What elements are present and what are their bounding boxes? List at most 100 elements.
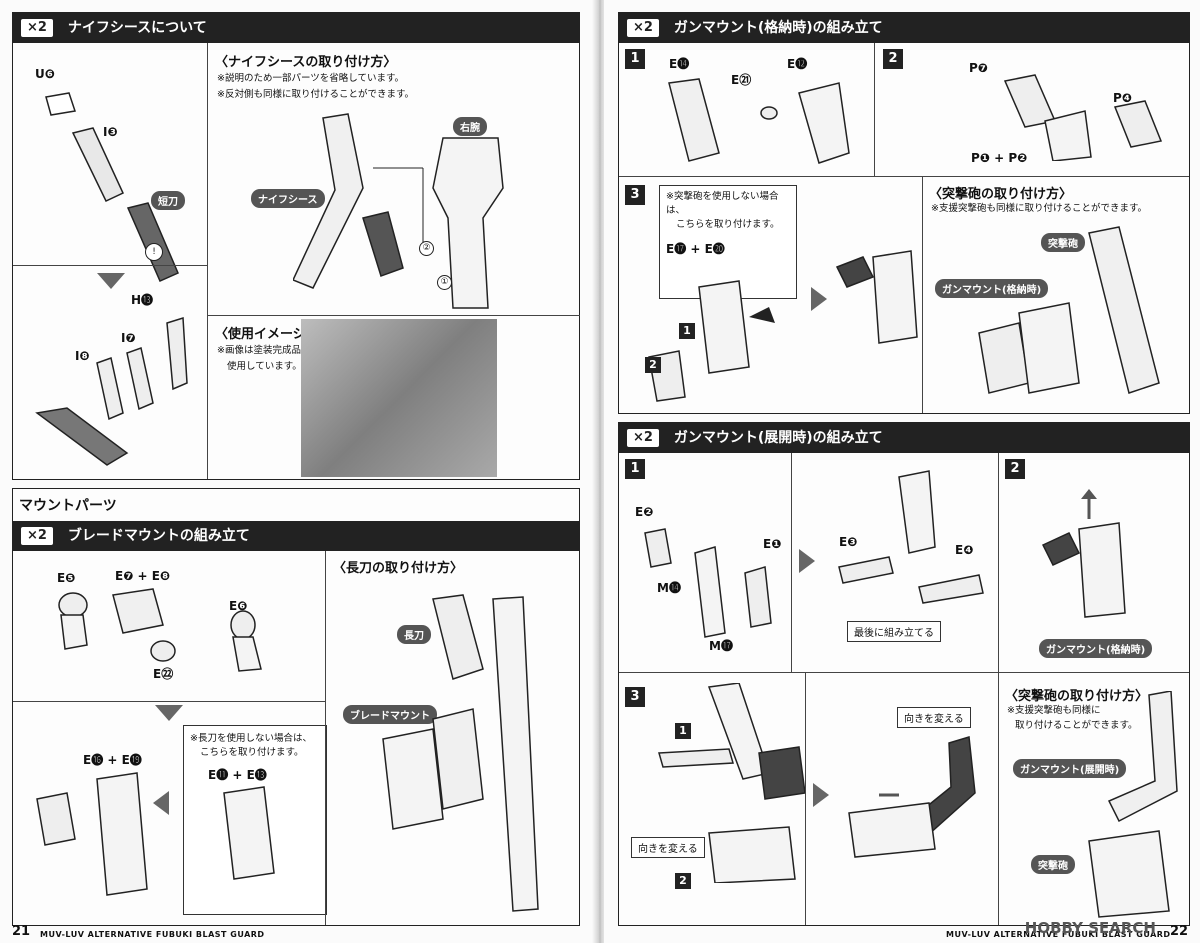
part-label: E⓰ + E⓳ xyxy=(83,753,142,767)
part-label: M⓮ xyxy=(657,581,681,595)
long-blade-tag: 長刀 xyxy=(397,625,431,644)
step-1-cell: 1 E❷ E❶ M⓮ M⓱ E❸ E❹ 最後に組み立てる xyxy=(619,453,999,673)
footer-title: MUV-LUV ALTERNATIVE FUBUKI BLAST GUARD xyxy=(946,930,1171,939)
part-label: E❷ xyxy=(635,505,654,519)
arrow-left-icon xyxy=(153,791,169,815)
part-label: E❺ xyxy=(57,571,76,585)
knife-sheath-section: ×2 ナイフシースについて U❻ I❸ 短刀 ! H⓭ I❼ I❽ xyxy=(12,12,580,480)
alt-note: こちらを取り付けます。 xyxy=(676,219,780,230)
section-header: ×2 ガンマウント(展開時)の組み立て xyxy=(619,423,1189,453)
step-badge: 1 xyxy=(625,459,645,479)
assemble-last-note: 最後に組み立てる xyxy=(847,621,941,642)
alt-note: ※突撃砲を使用しない場合は、 xyxy=(666,191,779,216)
page-number: 21 xyxy=(12,924,31,939)
divider xyxy=(791,453,792,672)
arrow-right-icon xyxy=(799,549,815,573)
gunmount-stored-tag: ガンマウント(格納時) xyxy=(935,279,1049,298)
section-title: ガンマウント(格納時)の組み立て xyxy=(673,20,883,36)
step-number: ② xyxy=(419,241,434,256)
part-label: I❸ xyxy=(103,125,118,139)
step-badge: 3 xyxy=(625,185,645,205)
part-label: E⓫ + E⓭ xyxy=(208,768,267,782)
quantity-badge: ×2 xyxy=(21,19,53,37)
step-3-drawing xyxy=(658,683,806,883)
quantity-badge: ×2 xyxy=(627,19,659,37)
assault-tag: 突撃砲 xyxy=(1031,855,1075,874)
blade-mount-drawing xyxy=(58,588,262,672)
part-label: I❽ xyxy=(75,349,90,363)
part-label: E❹ xyxy=(955,543,974,557)
part-label: E❶ xyxy=(763,537,782,551)
arrow-down-icon xyxy=(97,273,125,289)
left-page: ×2 ナイフシースについて U❻ I❸ 短刀 ! H⓭ I❼ I❽ xyxy=(0,0,596,943)
quantity-badge: ×2 xyxy=(627,429,659,447)
step-3-assembled-drawing xyxy=(848,736,976,858)
step-3-cell: 3 ※突撃砲を使用しない場合は、 こちらを取り付けます。 E⓱ + E⓴ 1 2 xyxy=(619,177,923,413)
alt-note-box: ※長刀を使用しない場合は、 こちらを取り付けます。 E⓫ + E⓭ xyxy=(183,725,327,915)
section-header: ×2 ブレードマウントの組み立て xyxy=(13,521,579,551)
part-label: E❼ + E❽ xyxy=(115,569,171,583)
right-arm-tag: 右腕 xyxy=(453,117,487,136)
usage-title: 〈使用イメージ〉 xyxy=(215,327,319,342)
knife-sheath-open-drawing xyxy=(35,316,188,466)
mount-parts-section: マウントパーツ ×2 ブレードマウントの組み立て E❺ E❼ + E❽ E❻ E… xyxy=(12,488,580,926)
part-label: E⓬ xyxy=(787,57,808,71)
step-2-drawing xyxy=(1003,74,1163,161)
step-2-cell: 2 ガンマウント(格納時) xyxy=(999,453,1189,673)
watermark: HOBBY SEARCH xyxy=(1024,919,1156,937)
gunmount-deployed-tag: ガンマウント(展開時) xyxy=(1013,759,1127,778)
usage-note: 使用しています。 xyxy=(227,361,302,372)
install-note: ※反対側も同様に取り付けることができます。 xyxy=(217,89,415,100)
sub-step-badge: 2 xyxy=(675,873,691,889)
part-label: P❹ xyxy=(1113,91,1132,105)
quantity-badge: ×2 xyxy=(21,527,53,545)
usage-photo xyxy=(301,319,497,477)
mount-parts-title: マウントパーツ xyxy=(19,498,117,514)
alt-part-drawing xyxy=(223,786,275,880)
sub-step-badge: 1 xyxy=(675,723,691,739)
long-blade-drawing xyxy=(382,594,539,912)
footer-title: MUV-LUV ALTERNATIVE FUBUKI BLAST GUARD xyxy=(40,930,265,939)
section-header: ×2 ガンマウント(格納時)の組み立て xyxy=(619,13,1189,43)
sub-step-badge: 1 xyxy=(679,323,695,339)
part-label: E❻ xyxy=(229,599,248,613)
part-label: U❻ xyxy=(35,67,55,81)
assault-install-drawing xyxy=(1088,691,1178,918)
step-1-detail-drawing xyxy=(838,470,984,604)
install-title: 〈ナイフシースの取り付け方〉 xyxy=(215,55,397,70)
step-1-drawing xyxy=(668,78,850,164)
divider xyxy=(208,315,580,316)
arm-install-drawing xyxy=(293,113,504,309)
assault-note: ※支援突撃砲も同様に xyxy=(1007,705,1101,716)
right-page: ×2 ガンマウント(格納時)の組み立て 1 E⓮ E㉑ E⓬ 2 P❼ P❹ P… xyxy=(604,0,1200,943)
gunmount-stored-tag: ガンマウント(格納時) xyxy=(1039,639,1153,658)
page-number: 22 xyxy=(1170,924,1189,939)
step-badge: 1 xyxy=(625,49,645,69)
install-note: ※説明のため一部パーツを省略しています。 xyxy=(217,73,405,84)
step-2-cell: 2 P❼ P❹ P❶ + P❷ xyxy=(875,43,1189,177)
step-number: ① xyxy=(437,275,452,290)
part-drawing xyxy=(45,92,76,116)
part-label: E㉑ xyxy=(731,73,752,87)
assault-note: ※支援突撃砲も同様に取り付けることができます。 xyxy=(931,203,1148,214)
part-label: E⓮ xyxy=(669,57,690,71)
part-label: M⓱ xyxy=(709,639,733,653)
part-label: P❼ xyxy=(969,61,988,75)
blade-mount-tag: ブレードマウント xyxy=(343,705,437,724)
alt-note: こちらを取り付けます。 xyxy=(200,747,304,758)
gunmount-stored-section: ×2 ガンマウント(格納時)の組み立て 1 E⓮ E㉑ E⓬ 2 P❼ P❹ P… xyxy=(618,12,1190,414)
knife-assembly-cell: U❻ I❸ 短刀 ! H⓭ I❼ I❽ xyxy=(13,43,208,479)
blade-mount-assembled-drawing xyxy=(36,772,148,896)
assault-note: 取り付けることができます。 xyxy=(1015,720,1138,731)
arrow-right-icon xyxy=(811,287,827,311)
section-title: ガンマウント(展開時)の組み立て xyxy=(673,430,883,446)
step-badge: 2 xyxy=(883,49,903,69)
part-label: E㉒ xyxy=(153,667,174,681)
arrow-right-icon xyxy=(813,783,829,807)
divider xyxy=(13,701,325,702)
part-label: E⓱ + E⓴ xyxy=(666,242,725,256)
assault-tag: 突撃砲 xyxy=(1041,233,1085,252)
arrow-down-icon xyxy=(155,705,183,721)
change-direction-note: 向きを変える xyxy=(897,707,971,728)
short-blade-tag: 短刀 xyxy=(151,191,185,210)
